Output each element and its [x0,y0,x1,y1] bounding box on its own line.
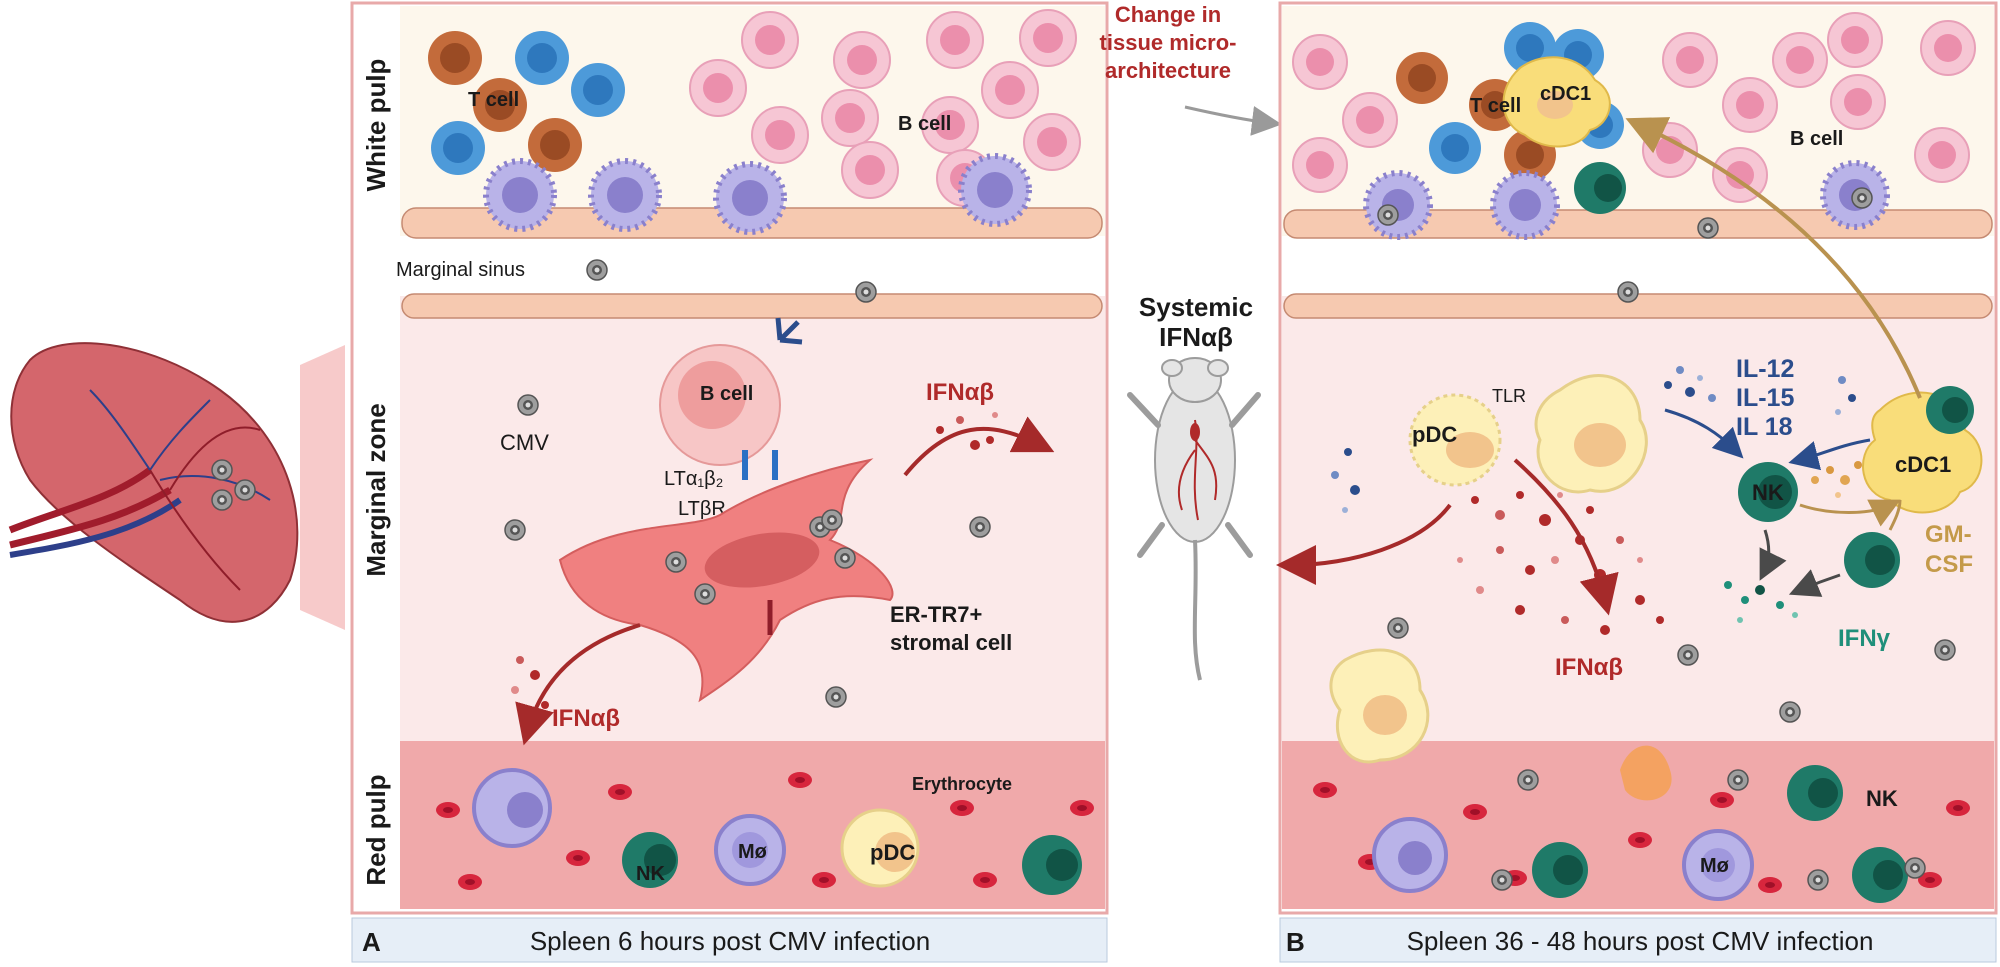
label-ltbr: LTβR [678,498,726,520]
label-il15: IL-15 [1736,384,1794,412]
label-ifnab-b: IFNαβ [1555,654,1623,681]
label-cmv: CMV [500,430,549,455]
lining-macrophages-b [1363,160,1890,303]
label-lta: LTα₁β₂ [664,468,723,490]
panel-b: T cell cDC1 B cell pDC TLR IL-12 [1276,1,1998,963]
label-gm2: CSF [1925,551,1973,578]
caption-text-b: Spleen 36 - 48 hours post CMV infection [1407,926,1874,956]
label-pdc-a: pDC [870,840,915,865]
label-tlr-b: TLR [1492,386,1526,406]
er-tr7-stromal-cell [558,458,894,703]
label-b-cell-mz-a: B cell [700,383,753,405]
t-cells [428,31,625,175]
label-ifn-top-a: IFNαβ [926,379,994,406]
region-label-red-pulp: Red pulp [361,774,391,885]
label-mo-b: Mø [1700,855,1730,877]
label-il18: IL 18 [1736,413,1793,441]
change-text-3: architecture [1105,58,1231,83]
caption-box-a [351,917,1108,963]
caption-letter-b: B [1286,927,1305,957]
label-nk-b: NK [1752,480,1784,505]
label-ifng: IFNγ [1838,625,1891,652]
systemic-text-1: Systemic [1139,292,1253,322]
nk-cell-b-2 [1844,532,1900,588]
ifng-dots [1724,581,1798,623]
lining-macrophages [483,153,1032,235]
cdc1-cell-b [1862,386,1983,514]
caption-letter-a: A [362,927,381,957]
label-ifn-bottom-a: IFNαβ [552,705,620,732]
label-mo-a: Mø [738,841,768,863]
blue-dots-left [1331,448,1360,513]
b-cells-white-pulp-b [1292,12,1976,203]
label-cdc1-top-b: cDC1 [1540,83,1591,105]
caption-box-b [1279,917,1997,963]
b-cell-marginal-zone [659,317,803,480]
label-gm1: GM- [1925,521,1972,548]
systemic-text-2: IFNαβ [1159,322,1233,352]
region-label-marginal-zone: Marginal zone [361,403,391,576]
label-erythrocyte: Erythrocyte [912,774,1012,794]
label-t-cell-b: T cell [1470,95,1521,117]
change-text-1: Change in [1115,2,1221,27]
change-text-2: tissue micro- [1100,30,1237,55]
middle-column: Change in tissue micro- architecture Sys… [1100,2,1282,681]
cytokine-dots-il [1664,366,1856,415]
label-nk-red-b: NK [1866,786,1898,811]
cdc1-white-pulp [1502,56,1611,148]
label-cdc1-b: cDC1 [1895,452,1951,477]
label-nk-a: NK [636,863,665,885]
label-marginal-sinus: Marginal sinus [396,259,525,281]
mouse-illustration [1127,357,1261,681]
ifn-arrow-bottom [511,623,641,746]
label-stromal-2: stromal cell [890,630,1012,655]
label-pdc-b: pDC [1412,422,1457,447]
label-il12: IL-12 [1736,355,1794,383]
pdc-lower-b [1329,648,1430,764]
label-b-cell-wp-a: B cell [898,113,951,135]
region-label-white-pulp: White pulp [361,59,391,192]
b-cells-white-pulp [689,9,1081,207]
spleen-illustration [8,342,345,630]
panel-a: White pulp Marginal zone Red pulp T cell [350,1,1109,963]
red-pulp-cells-b [1313,745,1970,903]
gmcsf-dots [1811,461,1862,498]
label-t-cell-a: T cell [468,89,519,111]
pdc-cluster-b [1408,374,1648,494]
caption-text-a: Spleen 6 hours post CMV infection [530,926,930,956]
label-b-cell-b: B cell [1790,128,1843,150]
nk-cell-b [1738,462,1798,522]
red-pulp-cells-a [436,768,1094,895]
ifn-arrow-top [903,412,1055,477]
label-stromal-1: ER-TR7+ [890,602,982,627]
